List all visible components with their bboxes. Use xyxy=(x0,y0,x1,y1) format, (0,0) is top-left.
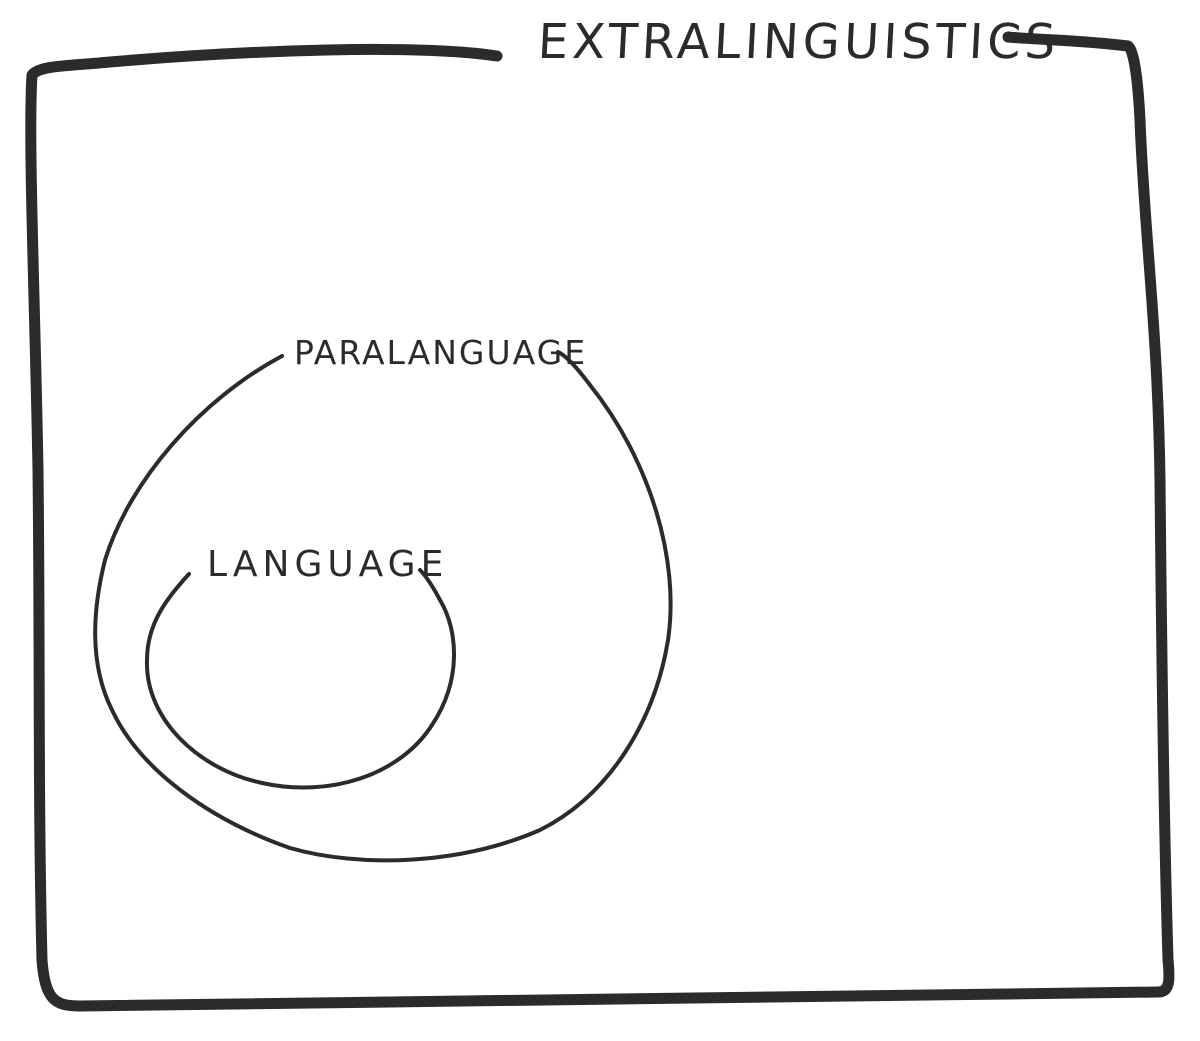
extralinguistics-label: EXTRALINGUISTICS xyxy=(536,14,1061,70)
paralanguage-label: PARALANGUAGE xyxy=(294,333,588,372)
extralinguistics-frame xyxy=(25,31,1175,1012)
language-loop xyxy=(144,568,456,790)
paralanguage-loop xyxy=(93,350,673,863)
language-label: LANGUAGE xyxy=(207,544,449,585)
